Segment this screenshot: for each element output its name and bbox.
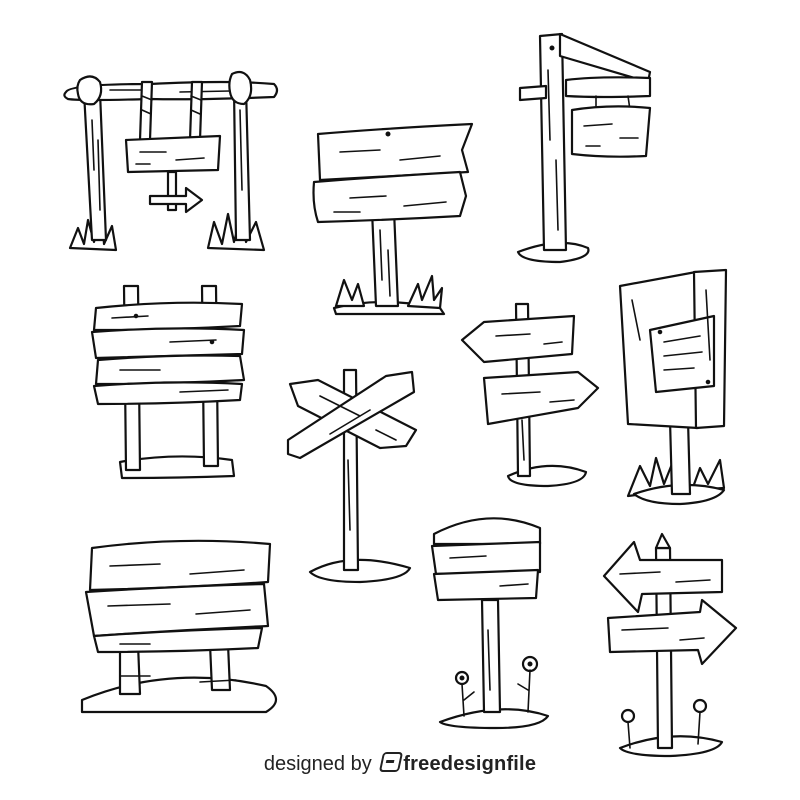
sign-pole-hanging [518,34,650,262]
sign-arrow-post-flowers [604,534,736,756]
sign-double-board [314,124,473,314]
sign-crossed [288,370,416,582]
sign-notice-board [620,270,726,504]
sign-arrow-pair [462,304,598,486]
credit-prefix: designed by [263,753,372,775]
credit-brand: freedesignfile [403,753,537,775]
freedesignfile-logo-icon [379,752,404,772]
sign-plank-two-posts [92,286,244,478]
sign-large-mound [82,541,276,712]
credit-line: designed by freedesignfile [0,752,800,776]
sign-rounded-flowers [432,518,548,728]
sign-hanging-arch [64,72,277,250]
